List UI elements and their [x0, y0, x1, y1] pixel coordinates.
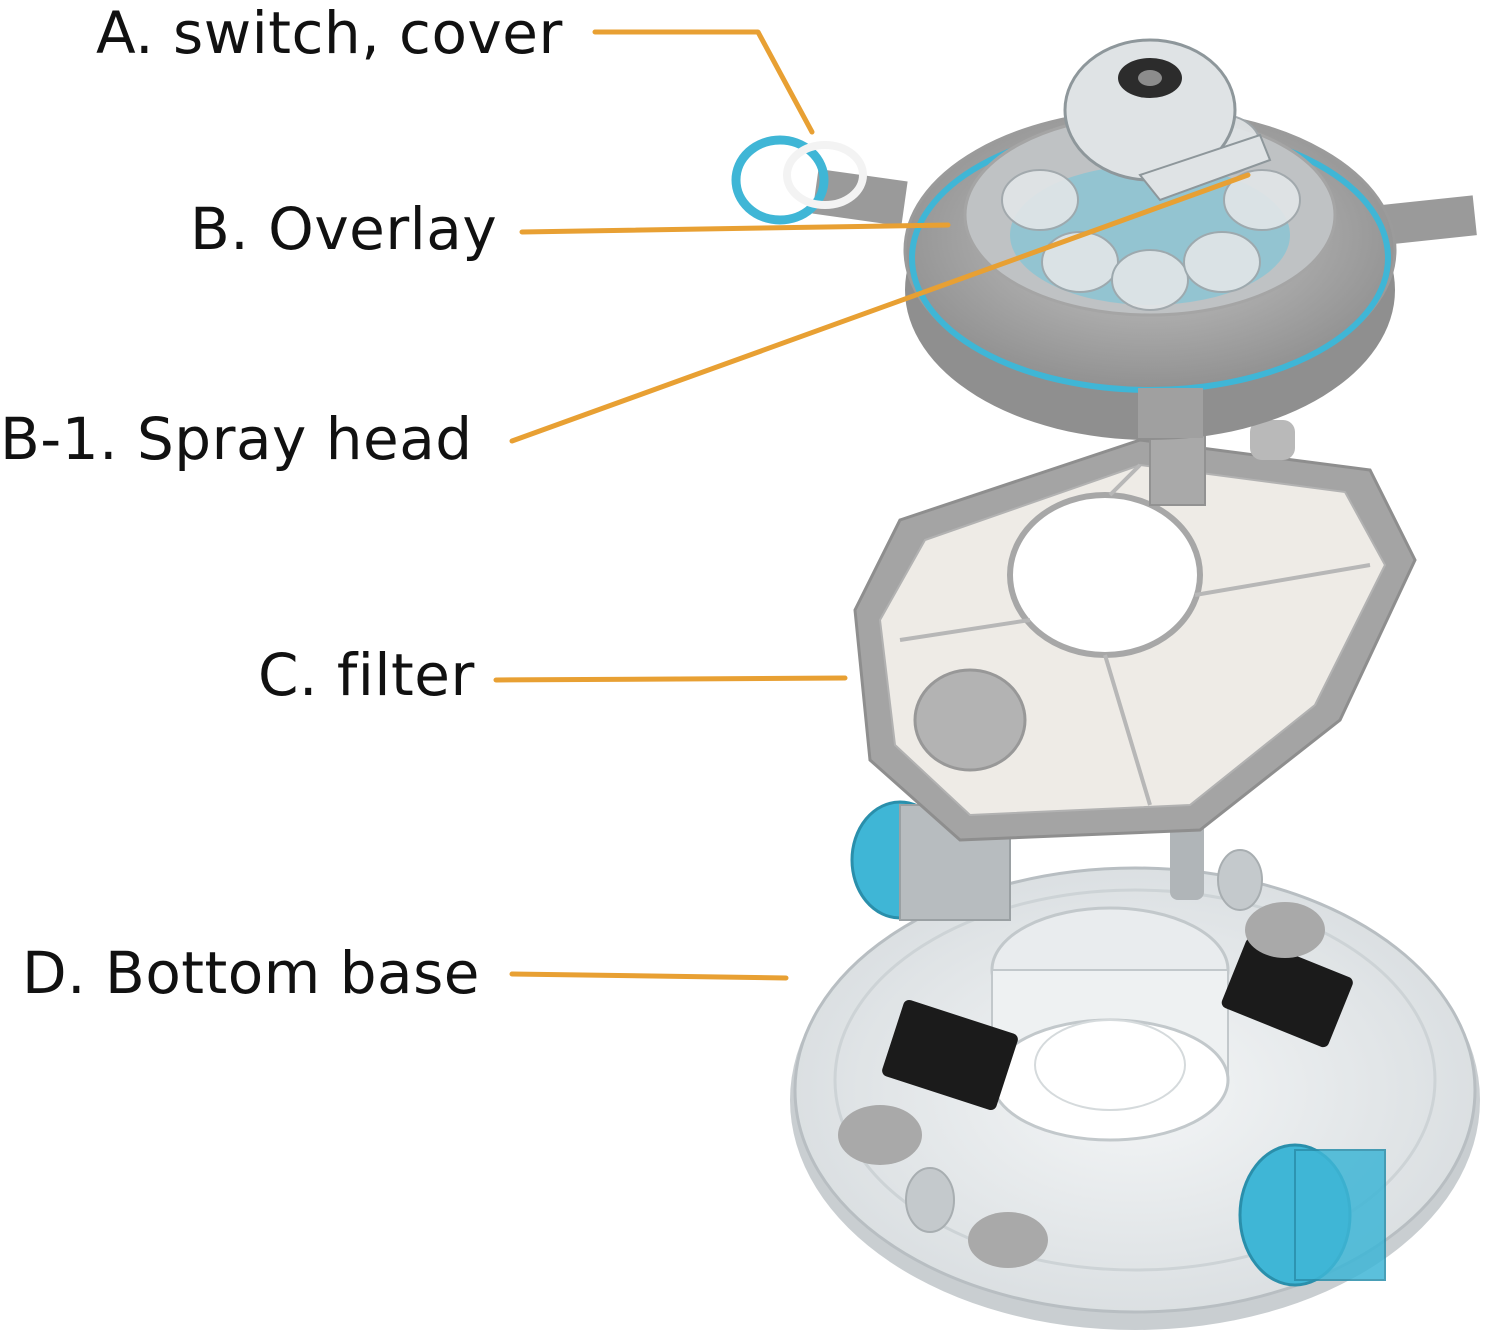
bottom-base-part [790, 800, 1480, 1330]
leader-line-switch-cover [592, 29, 815, 135]
label-switch-cover: A. switch, cover [96, 0, 563, 67]
leader-line-filter [493, 675, 848, 683]
leader-lines [493, 29, 1251, 981]
top-cover-part [731, 38, 1477, 440]
label-bottom-base: D. Bottom base [22, 939, 480, 1007]
leader-line-overlay [519, 222, 951, 235]
label-filter: C. filter [258, 641, 475, 709]
label-overlay: B. Overlay [190, 195, 498, 263]
filter-part [853, 409, 1417, 842]
label-spray-head: B-1. Spray head [0, 405, 473, 473]
leader-line-spray-head [509, 172, 1251, 444]
leader-line-bottom-base [509, 971, 789, 981]
